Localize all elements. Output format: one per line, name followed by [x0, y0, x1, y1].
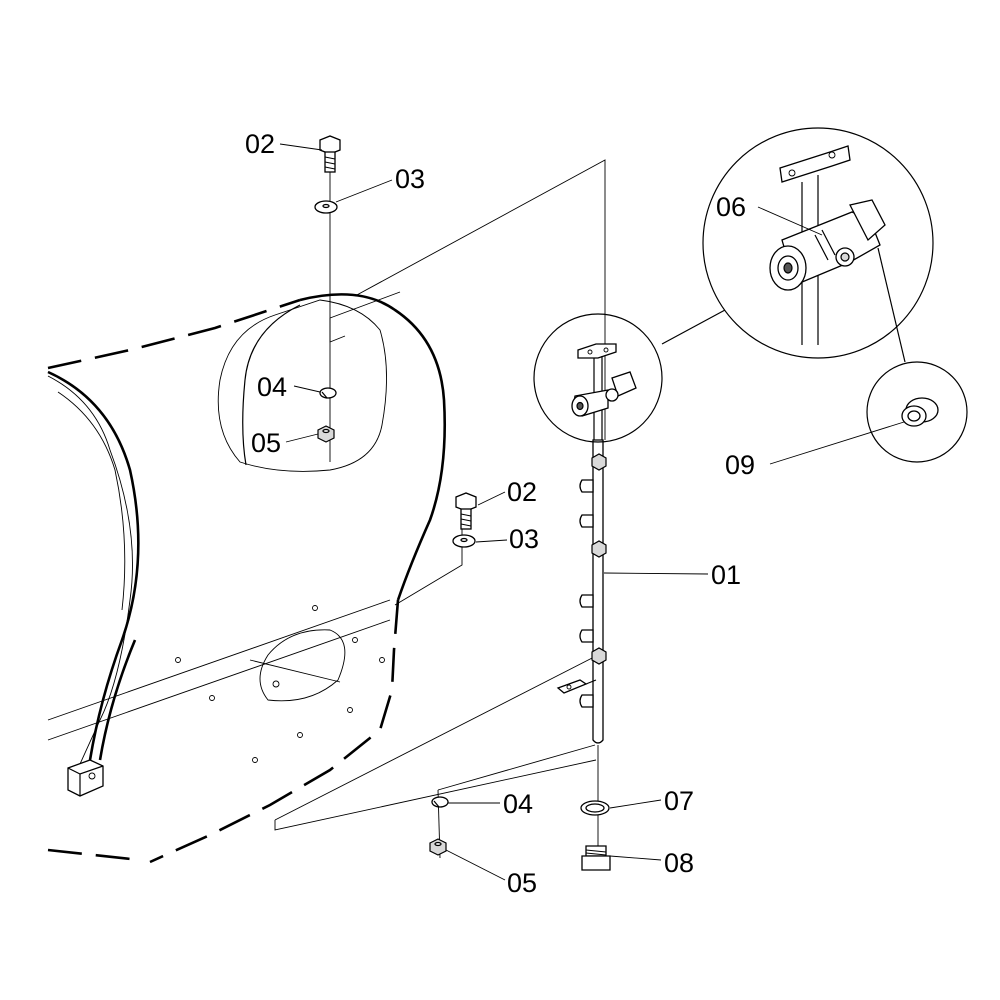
- nut-upper: [317, 425, 335, 443]
- bolt-upper: [319, 135, 341, 173]
- callout-07: 07: [664, 786, 694, 816]
- o-ring-seal: [580, 800, 610, 816]
- callout-leaders: [279, 143, 905, 881]
- callout-09: 09: [725, 450, 755, 480]
- callout-03: 03: [509, 524, 539, 554]
- callout-04: 04: [257, 372, 287, 402]
- lock-washer-lower: [431, 796, 449, 808]
- callout-02: 02: [507, 477, 537, 507]
- washer-middle: [452, 534, 476, 548]
- tank-mounting-detail: [175, 291, 401, 763]
- spray-pipe: [556, 439, 607, 744]
- assembly-lines: [274, 159, 606, 860]
- nozzle-insert-detail: [866, 361, 968, 463]
- bolt-middle: [455, 492, 477, 530]
- callout-03: 03: [395, 164, 425, 194]
- callout-labels: 02 03 04 05 02 03 01 06 09 04 07 05 08: [245, 129, 755, 898]
- mount-bracket: [67, 759, 104, 797]
- callout-05: 05: [507, 868, 537, 898]
- valve-detail-circle: [533, 309, 726, 443]
- callout-05: 05: [251, 428, 281, 458]
- washer-upper: [314, 200, 338, 214]
- valve-detail-magnified: [702, 127, 934, 363]
- tank-body: [47, 293, 447, 864]
- callout-04: 04: [503, 789, 533, 819]
- callout-01: 01: [711, 560, 741, 590]
- end-plug: [581, 845, 611, 871]
- nut-lower: [429, 838, 447, 856]
- lock-washer-upper: [319, 387, 337, 399]
- callout-06: 06: [716, 192, 746, 222]
- callout-02: 02: [245, 129, 275, 159]
- callout-08: 08: [664, 848, 694, 878]
